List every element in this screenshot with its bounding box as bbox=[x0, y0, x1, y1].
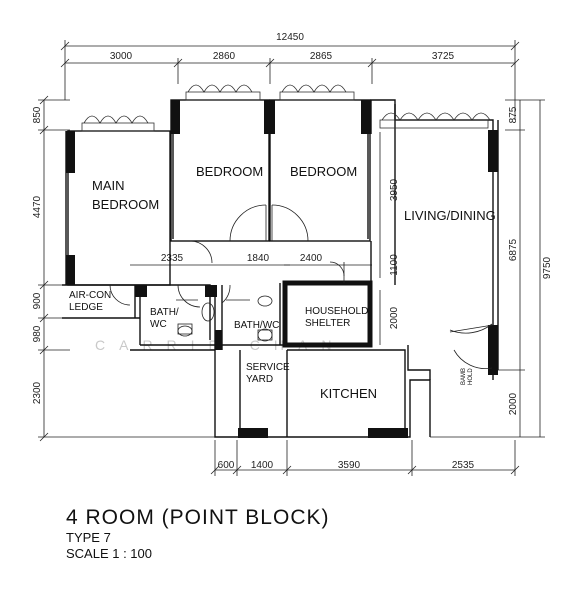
bottom-dim-1: 600 bbox=[218, 460, 235, 471]
kitchen-label: KITCHEN bbox=[320, 386, 377, 401]
left-dim-4: 980 bbox=[32, 325, 43, 342]
bath2-label: BATH/WC bbox=[234, 320, 279, 331]
left-dim-1: 850 bbox=[32, 106, 43, 123]
left-dim-5: 2300 bbox=[32, 381, 43, 404]
top-dim-1: 3000 bbox=[110, 51, 133, 62]
left-dim-2: 4470 bbox=[32, 195, 43, 218]
door-swings bbox=[109, 204, 494, 369]
service-yard-label-1: SERVICE bbox=[246, 362, 290, 373]
bath-width-dim: 2335 bbox=[161, 253, 184, 264]
right-dim-3: 2000 bbox=[508, 392, 519, 415]
top-dim-2: 2860 bbox=[213, 51, 236, 62]
overall-width-dim: 12450 bbox=[276, 32, 304, 43]
dimension-ticks bbox=[39, 41, 520, 475]
right-dim-2: 6875 bbox=[508, 238, 519, 261]
passage-dim: 1840 bbox=[247, 253, 270, 264]
wall-columns bbox=[66, 100, 498, 438]
bath1-label-2: WC bbox=[150, 319, 167, 330]
plan-title: 4 ROOM (POINT BLOCK) bbox=[66, 506, 330, 529]
windows bbox=[81, 84, 491, 132]
bottom-dim-2: 1400 bbox=[251, 460, 274, 471]
right-dim-1: 875 bbox=[508, 106, 519, 123]
plan-scale: SCALE 1 : 100 bbox=[66, 546, 152, 561]
top-dim-3: 2865 bbox=[310, 51, 333, 62]
bamboo-holder-label-2: HOLD bbox=[468, 368, 474, 385]
shelter-label-1: HOUSEHOLD bbox=[305, 306, 368, 317]
bottom-dim-4: 2535 bbox=[452, 460, 475, 471]
bamboo-holder-label-1: BAMB bbox=[461, 368, 467, 385]
shelter-height-dim: 2000 bbox=[389, 306, 400, 329]
main-bedroom-label-2: BEDROOM bbox=[92, 197, 159, 212]
aircon-ledge-label-1: AIR-CON bbox=[69, 290, 111, 301]
walls bbox=[62, 99, 499, 438]
overall-height-dim: 9750 bbox=[542, 256, 553, 279]
title-block: 4 ROOM (POINT BLOCK) TYPE 7 SCALE 1 : 10… bbox=[66, 506, 329, 562]
top-dim-4: 3725 bbox=[432, 51, 455, 62]
service-yard-label-2: YARD bbox=[246, 374, 273, 385]
fixtures bbox=[176, 295, 273, 342]
household-shelter-wall bbox=[282, 280, 373, 348]
living-dining-label: LIVING/DINING bbox=[404, 208, 496, 223]
main-bedroom-label-1: MAIN bbox=[92, 178, 125, 193]
bedroom-a-label: BEDROOM bbox=[196, 164, 263, 179]
bath1-label-1: BATH/ bbox=[150, 307, 179, 318]
aircon-ledge-label-2: LEDGE bbox=[69, 302, 103, 313]
left-dim-3: 900 bbox=[32, 292, 43, 309]
plan-type: TYPE 7 bbox=[66, 530, 111, 545]
shelter-label-2: SHELTER bbox=[305, 318, 350, 329]
bedroom-b-label: BEDROOM bbox=[290, 164, 357, 179]
shelter-width-dim: 2400 bbox=[300, 253, 323, 264]
dimension-lines bbox=[38, 40, 545, 476]
bottom-dim-3: 3590 bbox=[338, 460, 361, 471]
